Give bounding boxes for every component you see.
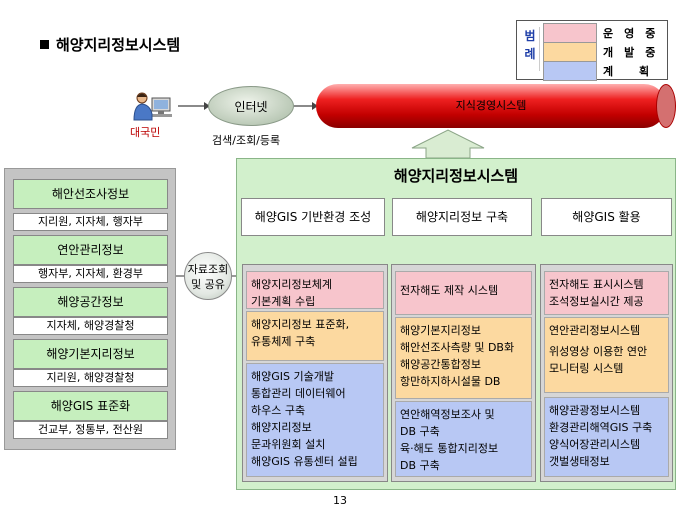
block-line: DB 구축 [400,425,440,438]
internet-sub-label: 검색/조회/등록 [212,134,281,147]
kms-cylinder-cap [656,84,676,128]
legend-swatch-planned [543,61,597,81]
column-header-utilization: 해양GIS 활용 [541,198,672,236]
column-utilization: 전자해도 표시시스템 조석정보실시간 제공 연안관리정보시스템 위성영상 이용한… [540,264,673,482]
block-line: 해양지리정보체계 [251,278,332,291]
page-number: 13 [333,494,347,507]
source-panel: 해안선조사정보 지리원, 지자체, 행자부 연안관리정보 행자부, 지자체, 환… [4,168,176,450]
source-agencies-marine-spatial: 지자체, 해양경찰청 [13,317,168,335]
block-planned: 해양GIS 기술개발 통합관리 데이터웨어 하우스 구축 해양지리정보 문과위원… [246,363,384,477]
main-system-title: 해양지리정보시스템 [393,167,519,185]
block-line: 환경관리해역GIS 구축 [549,421,653,434]
column-header-construction: 해양지리정보 구축 [392,198,532,236]
block-planned: 연안해역정보조사 및 DB 구축 육·해도 통합지리정보 DB 구축 [395,401,532,477]
source-title-gis-standard: 해양GIS 표준화 [13,391,168,421]
user-label: 대국민 [130,126,161,139]
block-operating: 해양지리정보체계 기본계획 수립 [246,271,384,309]
block-line: 해양지리정보 표준화, [251,318,350,331]
page-title: 해양지리정보시스템 [40,34,180,55]
block-line: 연안관리정보시스템 [549,324,641,337]
block-line: 해양기본지리정보 [400,324,481,337]
block-developing: 연안관리정보시스템 위성영상 이용한 연안 모니터링 시스템 [544,317,669,393]
block-line: 위성영상 이용한 연안 [549,345,648,358]
knowledge-management-system: 지식경영시스템 [316,84,666,128]
block-operating: 전자해도 제작 시스템 [395,271,532,315]
legend: 범례 운영중 개발중 계 획 [516,20,668,81]
block-operating: 전자해도 표시시스템 조석정보실시간 제공 [544,271,669,315]
source-title-marine-base-geo: 해양기본지리정보 [13,339,168,369]
internet-label: 인터넷 [234,100,268,114]
user-computer-icon [133,92,172,121]
block-line: 해양관광정보시스템 [549,404,641,417]
source-agencies-coastal-management: 행자부, 지자체, 환경부 [13,265,168,283]
block-line: 양식어장관리시스템 [549,438,641,451]
block-line: 전자해도 표시시스템 [549,278,644,291]
block-line: 해양지리정보 [251,421,312,434]
block-line: 문과위원회 설치 [251,438,326,451]
share-label: 자료조회 및 공유 [187,263,229,291]
block-line: 유통체제 구축 [251,335,316,348]
source-title-coastal-management: 연안관리정보 [13,235,168,265]
block-line: 항만하지하시설물 DB [400,375,501,388]
block-line: 갯벌생태정보 [549,455,610,468]
bullet-square-icon [40,40,49,49]
source-title-coast-survey: 해안선조사정보 [13,179,168,209]
data-share-node: 자료조회 및 공유 [184,252,232,300]
block-developing: 해양기본지리정보 해안선조사측량 및 DB화 해양공간통합정보 항만하지하시설물… [395,317,532,399]
block-line: DB 구축 [400,459,440,472]
up-arrow-icon [411,129,485,159]
block-developing: 해양지리정보 표준화, 유통체제 구축 [246,311,384,361]
block-line: 육·해도 통합지리정보 [400,442,499,455]
legend-label-planned: 계 획 [603,65,661,78]
legend-label-developing: 개발중 [603,46,667,59]
block-line: 해양GIS 유통센터 설립 [251,455,358,468]
user-internet-arrowhead [204,102,210,110]
block-line: 모니터링 시스템 [549,362,624,375]
block-planned: 해양관광정보시스템 환경관리해역GIS 구축 양식어장관리시스템 갯벌생태정보 [544,397,669,477]
block-line: 조석정보실시간 제공 [549,295,644,308]
source-agencies-coast-survey: 지리원, 지자체, 행자부 [13,213,168,231]
block-line: 전자해도 제작 시스템 [400,284,499,297]
column-infrastructure: 해양지리정보체계 기본계획 수립 해양지리정보 표준화, 유통체제 구축 해양G… [242,264,388,482]
kms-label: 지식경영시스템 [455,99,527,112]
block-line: 하우스 구축 [251,404,306,417]
block-line: 해안선조사측량 및 DB화 [400,341,515,354]
internet-kms-arrowhead [312,102,318,110]
legend-title: 범례 [521,27,540,71]
source-agencies-gis-standard: 건교부, 정통부, 전산원 [13,421,168,439]
block-line: 연안해역정보조사 및 [400,408,495,421]
block-line: 기본계획 수립 [251,295,316,308]
block-line: 해양GIS 기술개발 [251,370,334,383]
internet-node: 인터넷 [208,86,294,126]
column-construction: 전자해도 제작 시스템 해양기본지리정보 해안선조사측량 및 DB화 해양공간통… [391,264,536,482]
block-line: 해양공간통합정보 [400,358,481,371]
source-agencies-marine-base-geo: 지리원, 해양경찰청 [13,369,168,387]
column-header-infrastructure: 해양GIS 기반환경 조성 [241,198,385,236]
block-line: 통합관리 데이터웨어 [251,387,346,400]
source-title-marine-spatial: 해양공간정보 [13,287,168,317]
legend-label-operating: 운영중 [603,27,667,40]
